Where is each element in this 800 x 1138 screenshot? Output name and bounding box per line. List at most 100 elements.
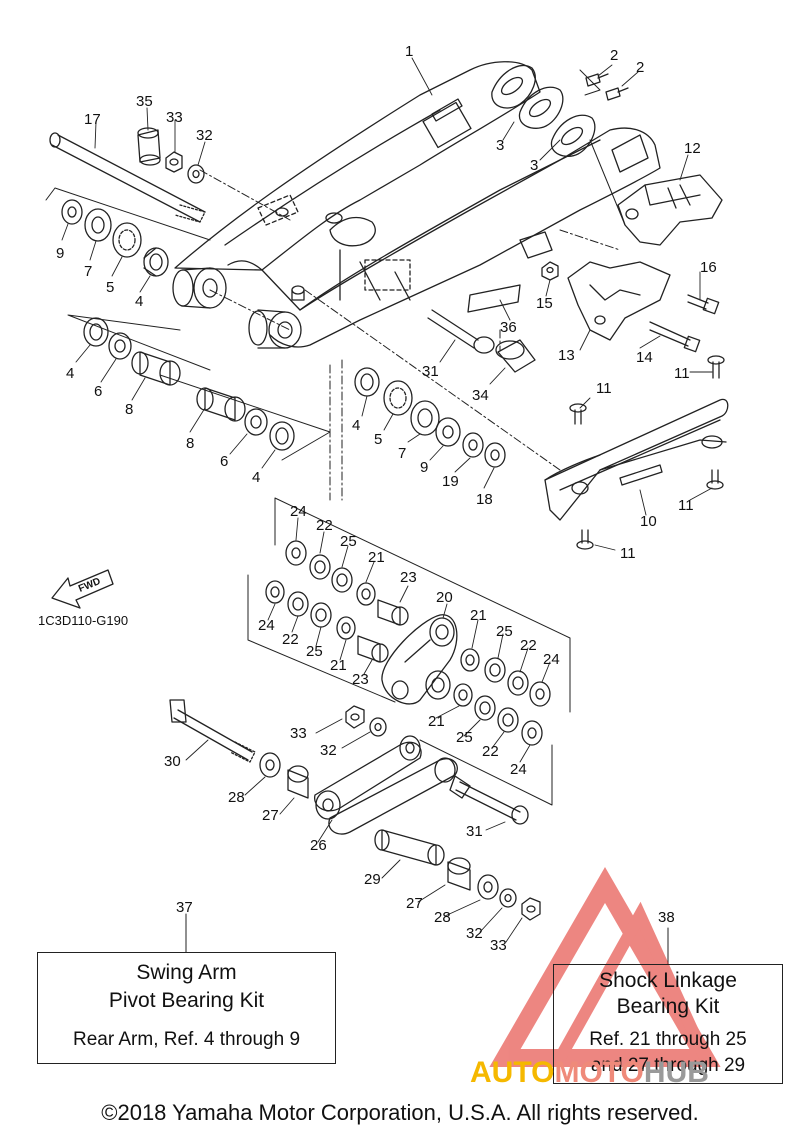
callout-12: 12 [684,140,701,157]
callout-10: 10 [640,513,657,530]
chain-adjuster-3b [518,86,564,129]
callout-28b: 28 [434,909,451,926]
swing-arm-part-1 [174,61,661,348]
callout-3a: 3 [496,137,504,154]
callout-32b: 32 [320,742,337,759]
relay-arm-part-20 [381,614,458,705]
collar-part-8-upper [131,351,181,386]
seal-part-7-left [84,208,112,242]
bolt-part-16 [687,294,720,315]
chain-adjuster-3c [550,114,596,157]
pivot-shaft-part-17 [49,132,206,223]
callout-25c: 25 [496,623,513,640]
chain-slider-part-10 [544,398,729,521]
callout-13: 13 [558,347,575,364]
swing-arm-kit-title-line2: Pivot Bearing Kit [108,989,265,1012]
callout-7b: 7 [398,445,406,462]
shock-linkage-kit-note-line2: and 27 through 29 [590,1055,746,1076]
callout-7a: 7 [84,263,92,280]
callout-5b: 5 [374,431,382,448]
fwd-arrow-icon [51,569,114,609]
bearing-part-4-right-top [354,367,380,397]
callout-3b: 3 [530,157,538,174]
bearing-part-5-left [112,222,142,258]
callout-4c: 4 [252,469,260,486]
nut-part-33-bottom [521,897,541,921]
seal-part-6-left [108,332,132,360]
callout-14: 14 [636,349,653,366]
callout-4a: 4 [135,293,143,310]
callout-32a: 32 [196,127,213,144]
leader-lines [61,57,713,943]
callout-11c: 11 [678,497,694,514]
collar-part-28-left [259,752,281,778]
callout-11a: 11 [596,380,612,397]
washer-part-32-mid [369,717,387,737]
callout-22a: 22 [316,517,333,534]
callout-29: 29 [364,871,381,888]
callout-6b: 6 [220,453,228,470]
callout-23b: 23 [352,671,369,688]
bolt-part-31-lower [449,775,529,825]
callout-34: 34 [472,387,489,404]
callout-37: 37 [176,899,193,916]
callout-31a: 31 [422,363,439,380]
shock-linkage-kit-note-line1: Ref. 21 through 25 [589,1029,747,1050]
callout-30: 30 [164,753,181,770]
callout-15: 15 [536,295,553,312]
chain-guide-part-12 [617,174,723,246]
callout-33b: 33 [290,725,307,742]
callout-22d: 22 [482,743,499,760]
shock-linkage-kit-title-line1: Shock Linkage [599,969,737,992]
washer-part-32-bottom [499,888,517,908]
callout-25d: 25 [456,729,473,746]
callout-36: 36 [500,319,517,336]
bolt-part-14 [649,321,701,353]
callout-8b: 8 [186,435,194,452]
connecting-rod-part-26 [314,735,458,835]
screw-part-11-c [706,469,724,490]
nut-part-15 [541,261,559,281]
watermark-part3: HUB [643,1056,709,1089]
callout-24d: 24 [510,761,527,778]
collar-part-28-right [477,874,499,900]
linkage-bearing-row-upper [265,540,409,663]
chain-guide-bracket-part-13 [567,261,671,341]
collar-part-27-left [287,765,309,799]
bolt-part-31-upper [427,309,495,354]
callout-4b: 4 [66,365,74,382]
callout-22c: 22 [520,637,537,654]
callout-4d: 4 [352,417,360,434]
collar-part-8-lower [196,387,246,422]
nut-part-18 [484,442,506,468]
callout-21c: 21 [470,607,487,624]
callout-16: 16 [700,259,717,276]
callout-32c: 32 [466,925,483,942]
watermark-part2: MOTO [554,1056,644,1089]
linkage-bearing-row-right [453,648,551,746]
shock-linkage-kit-title-line2: Bearing Kit [616,995,720,1018]
callout-20: 20 [436,589,453,606]
swing-arm-bearing-kit-box: Swing Arm Pivot Bearing Kit Rear Arm, Re… [37,952,336,1064]
bolt-part-30 [169,699,256,763]
copyright-notice: ©2018 Yamaha Motor Corporation, U.S.A. A… [101,1100,699,1125]
swing-arm-kit-note: Rear Arm, Ref. 4 through 9 [72,1029,301,1050]
swing-arm-kit-title-line1: Swing Arm [136,961,237,984]
callout-22b: 22 [282,631,299,648]
callout-27a: 27 [262,807,279,824]
callout-17: 17 [84,111,101,128]
bearing-part-4-lower [269,421,295,451]
nut-part-33-top [165,151,183,173]
screw-part-11-a [569,403,587,425]
callout-31b: 31 [466,823,483,840]
shock-linkage-bearing-kit-box: Shock Linkage Bearing Kit Ref. 21 throug… [553,964,783,1084]
callout-6a: 6 [94,383,102,400]
callout-24b: 24 [258,617,275,634]
callout-9b: 9 [420,459,428,476]
callout-5a: 5 [106,279,114,296]
washer-part-19 [462,432,484,458]
callout-35: 35 [136,93,153,110]
callout-21a: 21 [368,549,385,566]
callout-27b: 27 [406,895,423,912]
